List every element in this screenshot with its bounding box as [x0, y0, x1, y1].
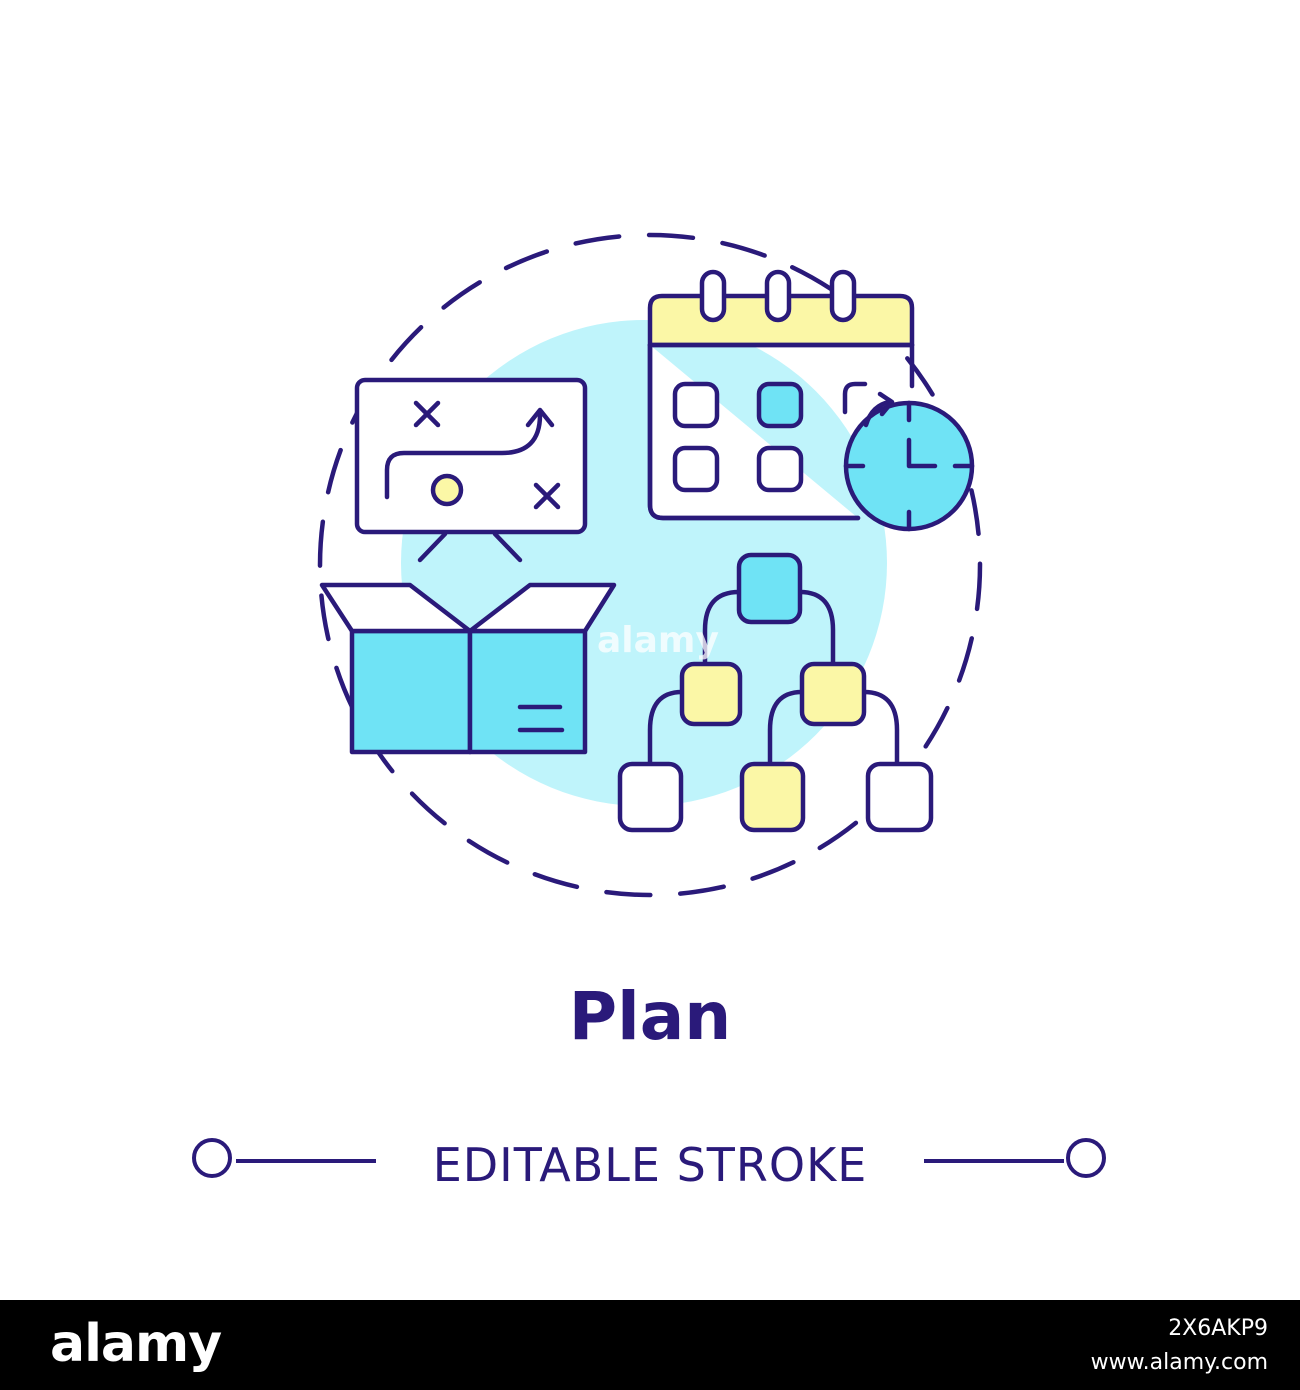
page-title: Plan: [568, 978, 732, 1055]
hierarchy-chart-icon: [617, 552, 934, 833]
caption-right-line: [924, 1159, 1064, 1163]
dashed-ring: [317, 232, 983, 898]
watermark-bar: alamy 2X6AKP9 www.alamy.com: [0, 1300, 1300, 1390]
open-box-icon: [319, 582, 617, 755]
caption-row: EDITABLE STROKE: [0, 1130, 1300, 1192]
icon-illustration: [317, 232, 983, 898]
site-url: www.alamy.com: [1090, 1350, 1268, 1375]
caption-right-circle: [1066, 1138, 1106, 1178]
caption-left-circle: [192, 1138, 232, 1178]
caption-left-line: [236, 1159, 376, 1163]
watermark: alamy: [597, 620, 719, 661]
image-id: 2X6AKP9: [1168, 1316, 1268, 1341]
strategy-board-icon: [354, 377, 588, 563]
calendar-icon: [647, 269, 915, 521]
alamy-logo: alamy: [50, 1314, 222, 1374]
clock-icon: [843, 391, 975, 532]
caption-text: EDITABLE STROKE: [432, 1138, 868, 1192]
image-info: 2X6AKP9 www.alamy.com: [1091, 1312, 1268, 1380]
